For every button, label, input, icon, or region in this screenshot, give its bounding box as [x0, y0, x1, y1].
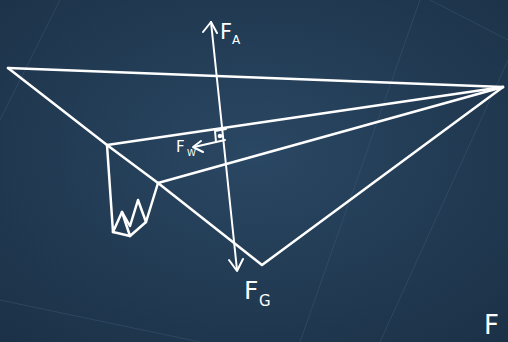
force-arrows [193, 22, 243, 271]
partial-letter: F [484, 312, 499, 338]
force-symbol: F [220, 22, 232, 43]
right-angle-mark [215, 129, 226, 142]
force-symbol: F [176, 140, 185, 155]
force-symbol: F [244, 278, 258, 303]
force-subscript: W [187, 149, 196, 158]
lift-force-line [211, 22, 237, 270]
right-angle-dot [219, 135, 222, 138]
lift-arrowhead [203, 22, 217, 33]
weight-arrowhead [229, 259, 243, 271]
paper-plane [8, 68, 503, 265]
force-subscript: G [259, 294, 271, 309]
force-subscript: A [232, 34, 240, 46]
